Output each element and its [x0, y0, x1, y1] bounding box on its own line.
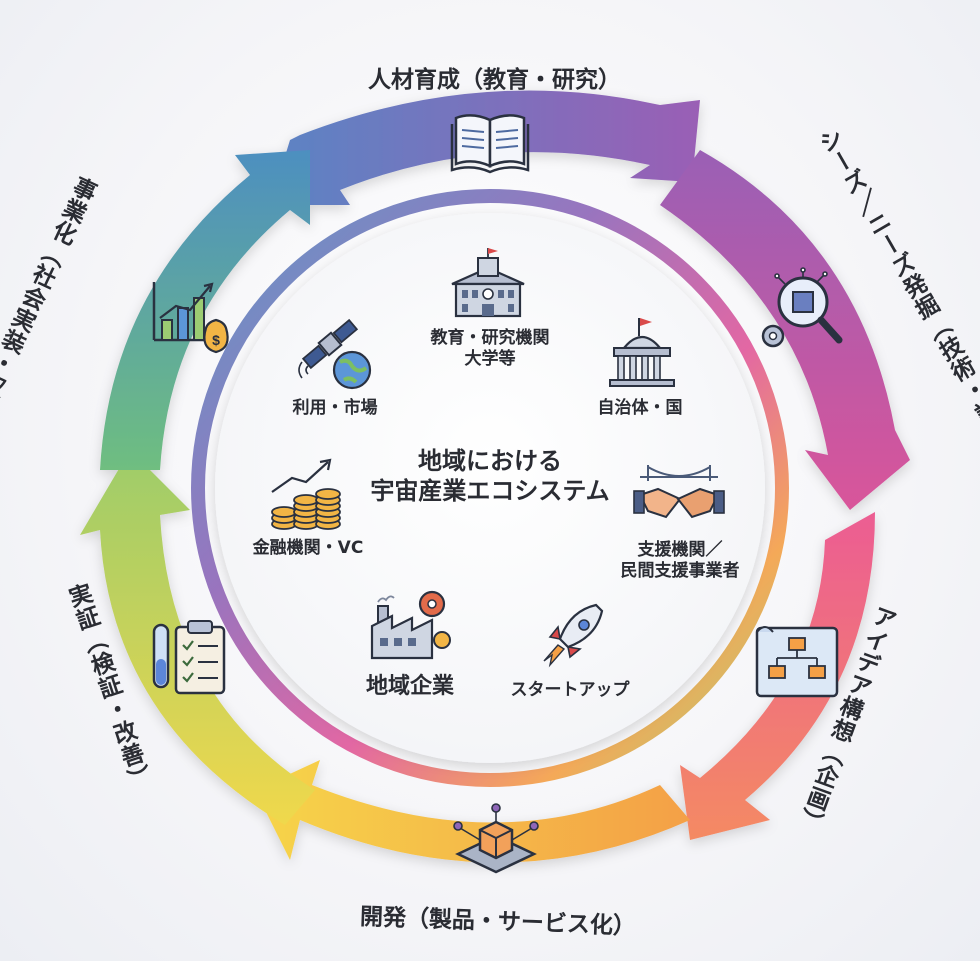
open-book-icon — [450, 114, 530, 174]
arrow-dev — [255, 760, 690, 863]
inner-ring — [191, 189, 789, 787]
factory-gear-icon — [370, 590, 451, 660]
stage-label-hr: 人材育成（教育・研究） — [368, 67, 621, 93]
growth-chart-money-bag-icon: $ — [152, 282, 229, 354]
center-title-line1: 地域における — [418, 447, 562, 475]
svg-text:$: $ — [212, 332, 220, 348]
center-title-line2: 宇宙産業エコシステム — [370, 477, 610, 505]
coins-growth-icon — [271, 458, 341, 530]
actor-label-finance: 金融機関・VC — [252, 538, 364, 558]
center-title: 地域における 宇宙産業エコシステム — [355, 446, 625, 506]
arrow-idea — [680, 512, 875, 840]
satellite-globe-icon — [298, 318, 372, 390]
arrow-seeds — [660, 150, 910, 510]
university-building-icon — [451, 248, 525, 318]
cube-platform-icon — [453, 803, 539, 874]
arrow-poc — [80, 450, 315, 825]
actor-label-market: 利用・市場 — [292, 398, 378, 418]
actor-univ-line2: 大学等 — [464, 349, 516, 370]
rocket-icon — [543, 603, 604, 668]
actor-label-local: 地域企業 — [365, 674, 454, 699]
actor-support-line2: 民間支援事業者 — [620, 561, 740, 582]
handshake-bridge-icon — [633, 465, 725, 519]
capitol-building-icon — [609, 318, 675, 387]
flowchart-blueprint-icon — [755, 626, 839, 698]
actor-label-startup: スタートアップ — [510, 680, 630, 700]
actor-label-univ: 教育・研究機関 大学等 — [405, 328, 575, 371]
actor-label-gov: 自治体・国 — [597, 398, 683, 418]
chip-magnifier-gear-icon — [761, 267, 843, 348]
actor-univ-line1: 教育・研究機関 — [430, 328, 550, 348]
actor-support-line1: 支援機関／ — [637, 540, 723, 560]
actor-label-support: 支援機関／ 民間支援事業者 — [600, 540, 760, 583]
test-tube-clipboard-icon — [152, 620, 226, 695]
